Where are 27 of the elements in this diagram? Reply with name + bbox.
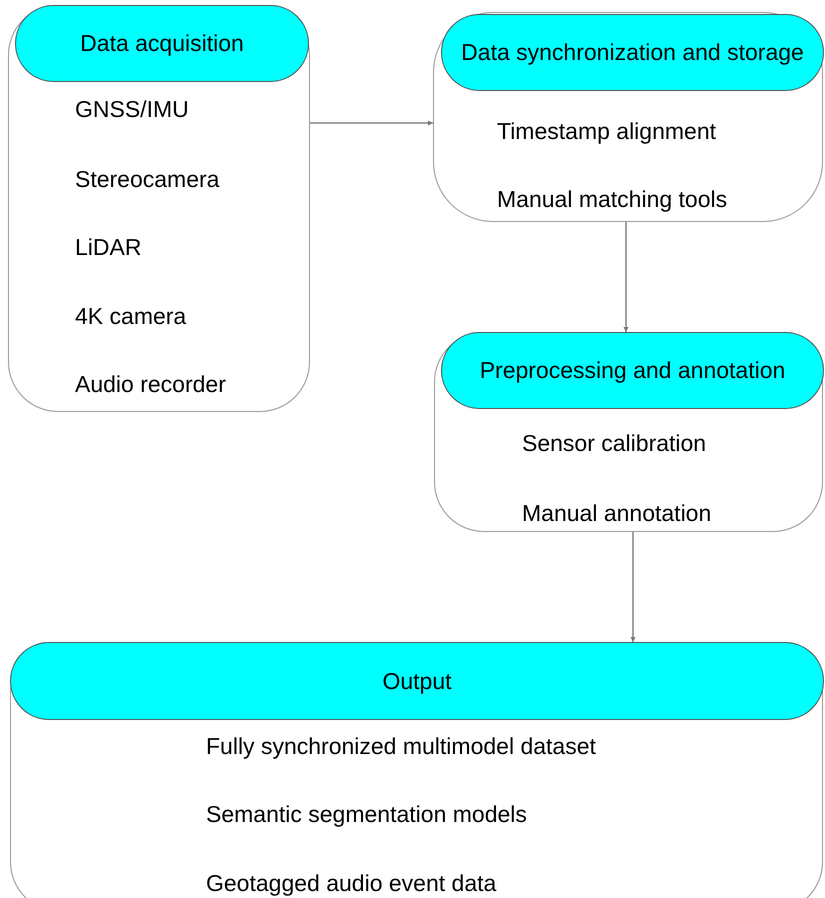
list-item-text: Stereocamera xyxy=(75,165,220,193)
list-item-text: Audio recorder xyxy=(75,370,226,398)
header-text: Preprocessing and annotation xyxy=(480,357,786,384)
arrow xyxy=(623,222,629,332)
group-box xyxy=(10,642,823,898)
list-item-text: Sensor calibration xyxy=(522,429,706,457)
header-pill xyxy=(15,5,309,82)
header-text: Output xyxy=(382,668,452,694)
header-text: Data acquisition xyxy=(80,30,244,57)
list-item-text: Manual annotation xyxy=(522,499,712,527)
arrow xyxy=(310,120,433,126)
header-pill xyxy=(441,14,824,91)
header-pill xyxy=(441,332,824,409)
header-pill xyxy=(10,642,824,720)
list-item-text: Timestamp alignment xyxy=(497,117,716,145)
group-box xyxy=(8,5,310,412)
arrow xyxy=(630,532,636,642)
group-box xyxy=(433,12,823,222)
list-item-text: GNSS/IMU xyxy=(75,95,189,123)
list-item-text: Semantic segmentation models xyxy=(206,800,527,828)
group-box xyxy=(434,332,823,532)
header-text: Data synchronization and storage xyxy=(461,39,804,66)
list-item-text: Manual matching tools xyxy=(497,185,728,213)
list-item-text: Fully synchronized multimodel dataset xyxy=(206,732,596,760)
list-item-text: LiDAR xyxy=(75,233,142,261)
list-item-text: Geotagged audio event data xyxy=(206,869,496,897)
list-item-text: 4K camera xyxy=(75,302,186,330)
